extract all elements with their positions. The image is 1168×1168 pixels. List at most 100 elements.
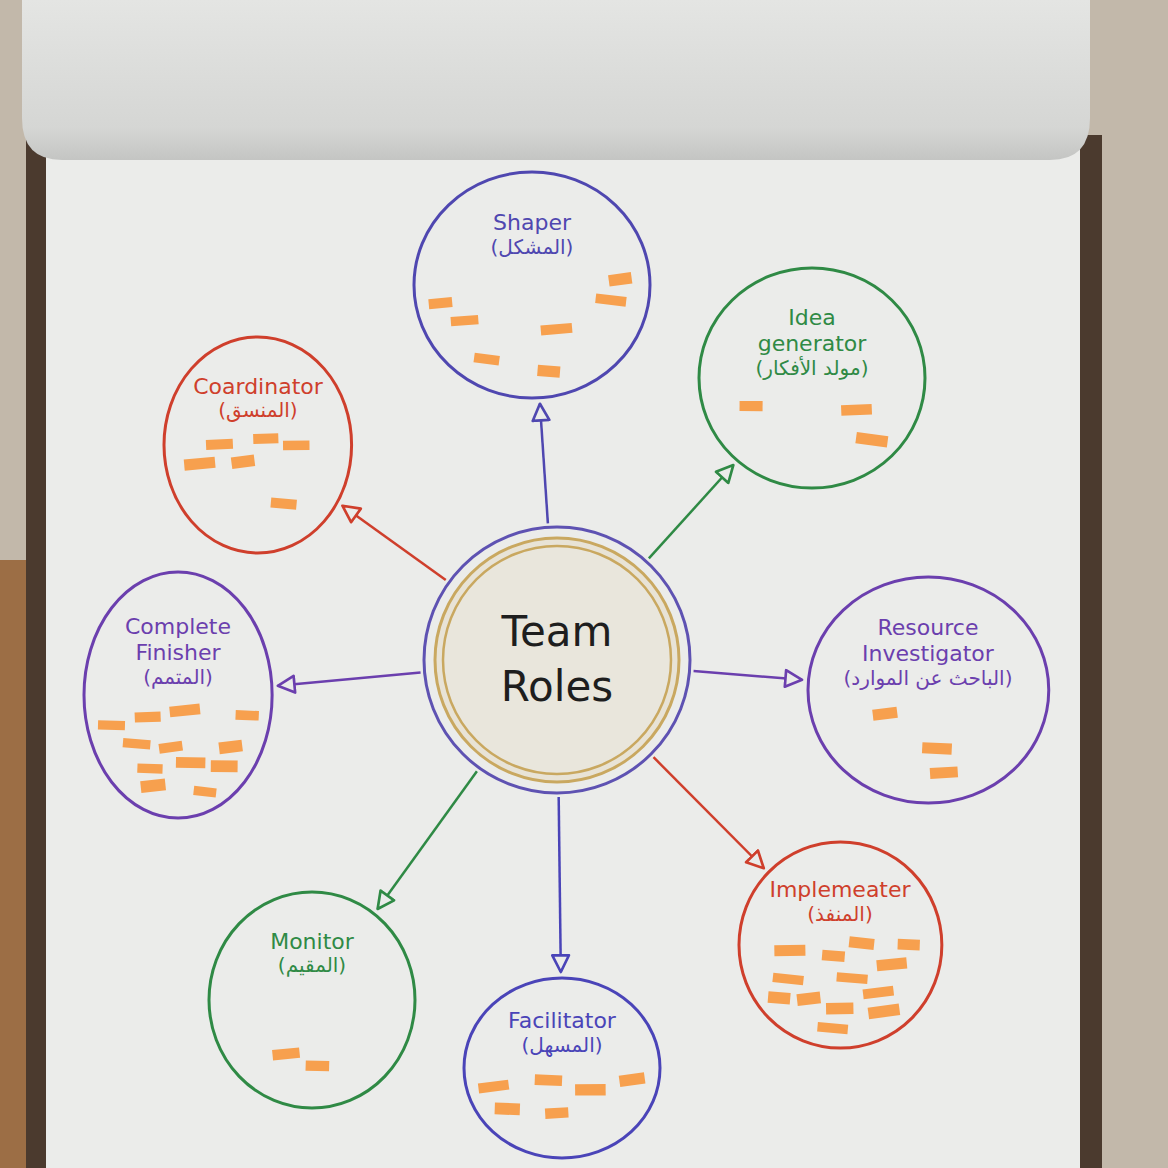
sticky-note bbox=[98, 720, 125, 730]
role-circle: Facilitator(المسهل) bbox=[462, 976, 662, 1160]
text-block: Monitor(المقيم) bbox=[207, 929, 417, 979]
sticky-note bbox=[211, 760, 238, 772]
arrow-connector bbox=[540, 404, 548, 524]
sticky-note bbox=[740, 401, 763, 411]
sticky-note bbox=[774, 945, 805, 957]
text-row: (مولد الأفكار) bbox=[697, 357, 927, 381]
sticky-note bbox=[876, 957, 907, 971]
role-name-arabic: (المسهل) bbox=[521, 1034, 602, 1058]
role-name: Shaper bbox=[493, 210, 571, 236]
sticky-note bbox=[836, 972, 868, 984]
text-row: Team Roles bbox=[422, 605, 692, 714]
sticky-note bbox=[595, 293, 627, 306]
sticky-note bbox=[176, 757, 206, 768]
arrow-connector bbox=[342, 506, 445, 580]
sticky-note bbox=[817, 1022, 848, 1034]
sticky-note bbox=[231, 455, 255, 469]
sticky-note bbox=[169, 704, 200, 718]
board-frame bbox=[26, 135, 1102, 1168]
role-outline bbox=[164, 337, 352, 553]
sticky-note bbox=[140, 779, 166, 793]
sticky-note bbox=[271, 498, 298, 510]
text-row: (الباحث عن الموارد) bbox=[806, 667, 1051, 691]
gold-ring bbox=[435, 538, 679, 782]
text-row: Complete Finisher bbox=[82, 614, 274, 666]
text-block: Facilitator(المسهل) bbox=[462, 1008, 662, 1058]
role-circle: Complete Finisher(المتمم) bbox=[82, 570, 274, 820]
text-block: Complete Finisher(المتمم) bbox=[82, 614, 274, 690]
text-block: Coardinator(المنسق) bbox=[162, 374, 354, 424]
text-block: Implemeater(المنفذ) bbox=[737, 877, 944, 927]
circle-outline bbox=[737, 840, 944, 1050]
sticky-note bbox=[537, 365, 560, 378]
sticky-note bbox=[821, 950, 844, 962]
text-row: (المقيم) bbox=[207, 954, 417, 978]
text-row: (المنسق) bbox=[162, 399, 354, 423]
circle-outline bbox=[462, 976, 662, 1160]
paper-roll bbox=[22, 0, 1090, 160]
role-circle: Monitor(المقيم) bbox=[207, 890, 417, 1110]
arrow-connector bbox=[378, 771, 477, 909]
sticky-note bbox=[929, 766, 957, 779]
role-circle: Resource Investigator(الباحث عن الموارد) bbox=[806, 575, 1051, 805]
text-row: Shaper bbox=[412, 210, 652, 236]
sticky-note bbox=[495, 1103, 521, 1116]
role-outline bbox=[739, 842, 942, 1048]
role-name-arabic: (الباحث عن الموارد) bbox=[844, 667, 1013, 691]
text-row: Resource Investigator bbox=[806, 615, 1051, 667]
sticky-note bbox=[158, 741, 183, 754]
text-row: Implemeater bbox=[737, 877, 944, 903]
arrow-connector bbox=[559, 797, 561, 972]
role-name-arabic: (المنفذ) bbox=[807, 903, 872, 927]
sticky-note bbox=[218, 740, 243, 754]
sticky-note bbox=[841, 404, 872, 416]
text-row: Coardinator bbox=[162, 374, 354, 400]
sticky-note bbox=[796, 992, 821, 1006]
sticky-note bbox=[619, 1072, 646, 1087]
sticky-note bbox=[122, 738, 150, 749]
sticky-note bbox=[135, 711, 161, 722]
role-circle: Idea generator(مولد الأفكار) bbox=[697, 266, 927, 490]
sticky-note bbox=[872, 707, 898, 721]
sticky-note bbox=[767, 991, 790, 1004]
gold-ring bbox=[443, 546, 671, 774]
text-row: Facilitator bbox=[462, 1008, 662, 1034]
role-name-arabic: (مولد الأفكار) bbox=[756, 357, 869, 381]
sticky-note bbox=[184, 457, 216, 471]
role-name-arabic: (المتمم) bbox=[143, 666, 213, 690]
sticky-note bbox=[862, 986, 894, 999]
role-circle: Implemeater(المنفذ) bbox=[737, 840, 944, 1050]
arrow-connector bbox=[694, 671, 803, 680]
text-block: Idea generator(مولد الأفكار) bbox=[697, 305, 927, 381]
role-outline bbox=[699, 268, 925, 488]
sticky-note bbox=[428, 297, 452, 309]
text-row: (المسهل) bbox=[462, 1034, 662, 1058]
sticky-note bbox=[235, 710, 259, 721]
sticky-note bbox=[540, 323, 572, 336]
arrow-connector bbox=[649, 465, 733, 558]
sticky-note bbox=[867, 1004, 900, 1020]
outer-ring bbox=[424, 527, 690, 793]
sticky-note bbox=[283, 440, 310, 450]
role-name: Idea generator bbox=[742, 305, 882, 357]
arrow-connector bbox=[278, 673, 421, 686]
role-name: Complete Finisher bbox=[113, 614, 243, 666]
text-row: Idea generator bbox=[697, 305, 927, 357]
role-name-arabic: (المنسق) bbox=[218, 399, 297, 423]
role-name: Implemeater bbox=[769, 877, 910, 903]
role-outline bbox=[464, 978, 660, 1158]
role-outline bbox=[209, 892, 415, 1108]
sticky-note bbox=[826, 1003, 854, 1015]
role-name: Monitor bbox=[270, 929, 354, 955]
sticky-note bbox=[193, 786, 217, 798]
circle-outline bbox=[207, 890, 417, 1110]
center-title: Team Roles bbox=[482, 605, 632, 714]
sticky-note bbox=[848, 936, 874, 950]
sticky-note bbox=[772, 973, 804, 986]
sticky-note bbox=[137, 763, 163, 773]
sticky-note bbox=[272, 1047, 300, 1060]
circle-outline bbox=[82, 570, 274, 820]
sticky-note bbox=[922, 742, 952, 755]
